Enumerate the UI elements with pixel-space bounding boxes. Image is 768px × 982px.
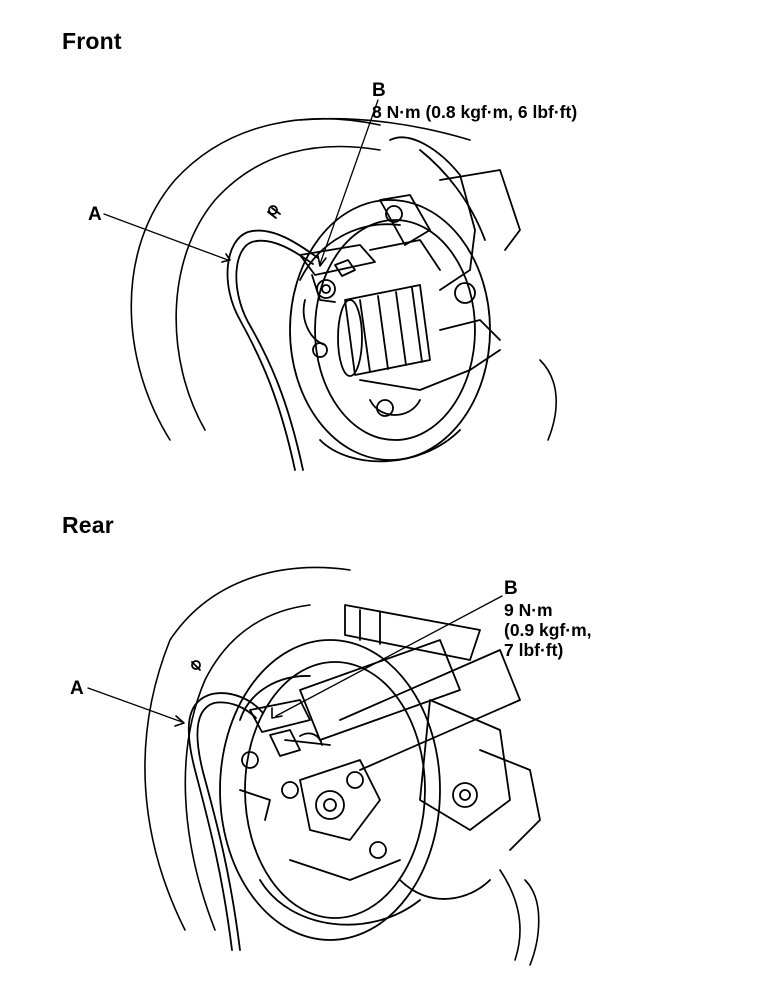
front-sensor-wire — [226, 229, 319, 471]
rear-torque-line-2: (0.9 kgf·m, — [504, 620, 592, 640]
front-knuckle — [359, 136, 521, 417]
rear-torque-line-1: 9 N·m — [504, 600, 553, 620]
rear-label-a: A — [70, 678, 84, 699]
front-leader-lines — [103, 99, 379, 267]
front-torque-spec: 8 N·m (0.8 kgf·m, 6 lbf·ft) — [372, 102, 578, 122]
front-wheel-illustration — [103, 99, 557, 471]
rear-label-b: B — [504, 578, 518, 599]
front-label-b: B — [372, 80, 386, 101]
front-label-a: A — [88, 204, 102, 225]
front-brake-disc — [289, 199, 491, 463]
front-heading: Front — [62, 28, 122, 54]
rear-brake-disc — [219, 639, 441, 941]
rear-leader-lines — [87, 595, 503, 727]
rear-torque-spec: 9 N·m (0.9 kgf·m, 7 lbf·ft) — [504, 600, 592, 660]
front-tire-outline — [130, 117, 557, 441]
rear-suspension — [289, 604, 541, 900]
rear-sensor-wire — [187, 692, 263, 951]
rear-tire-outline — [144, 566, 540, 966]
rear-torque-line-3: 7 lbf·ft) — [504, 640, 564, 660]
rear-sensor-connector — [191, 660, 331, 821]
front-driveshaft-boot — [337, 284, 431, 377]
rear-heading: Rear — [62, 512, 114, 538]
front-sensor-connector — [267, 205, 376, 358]
